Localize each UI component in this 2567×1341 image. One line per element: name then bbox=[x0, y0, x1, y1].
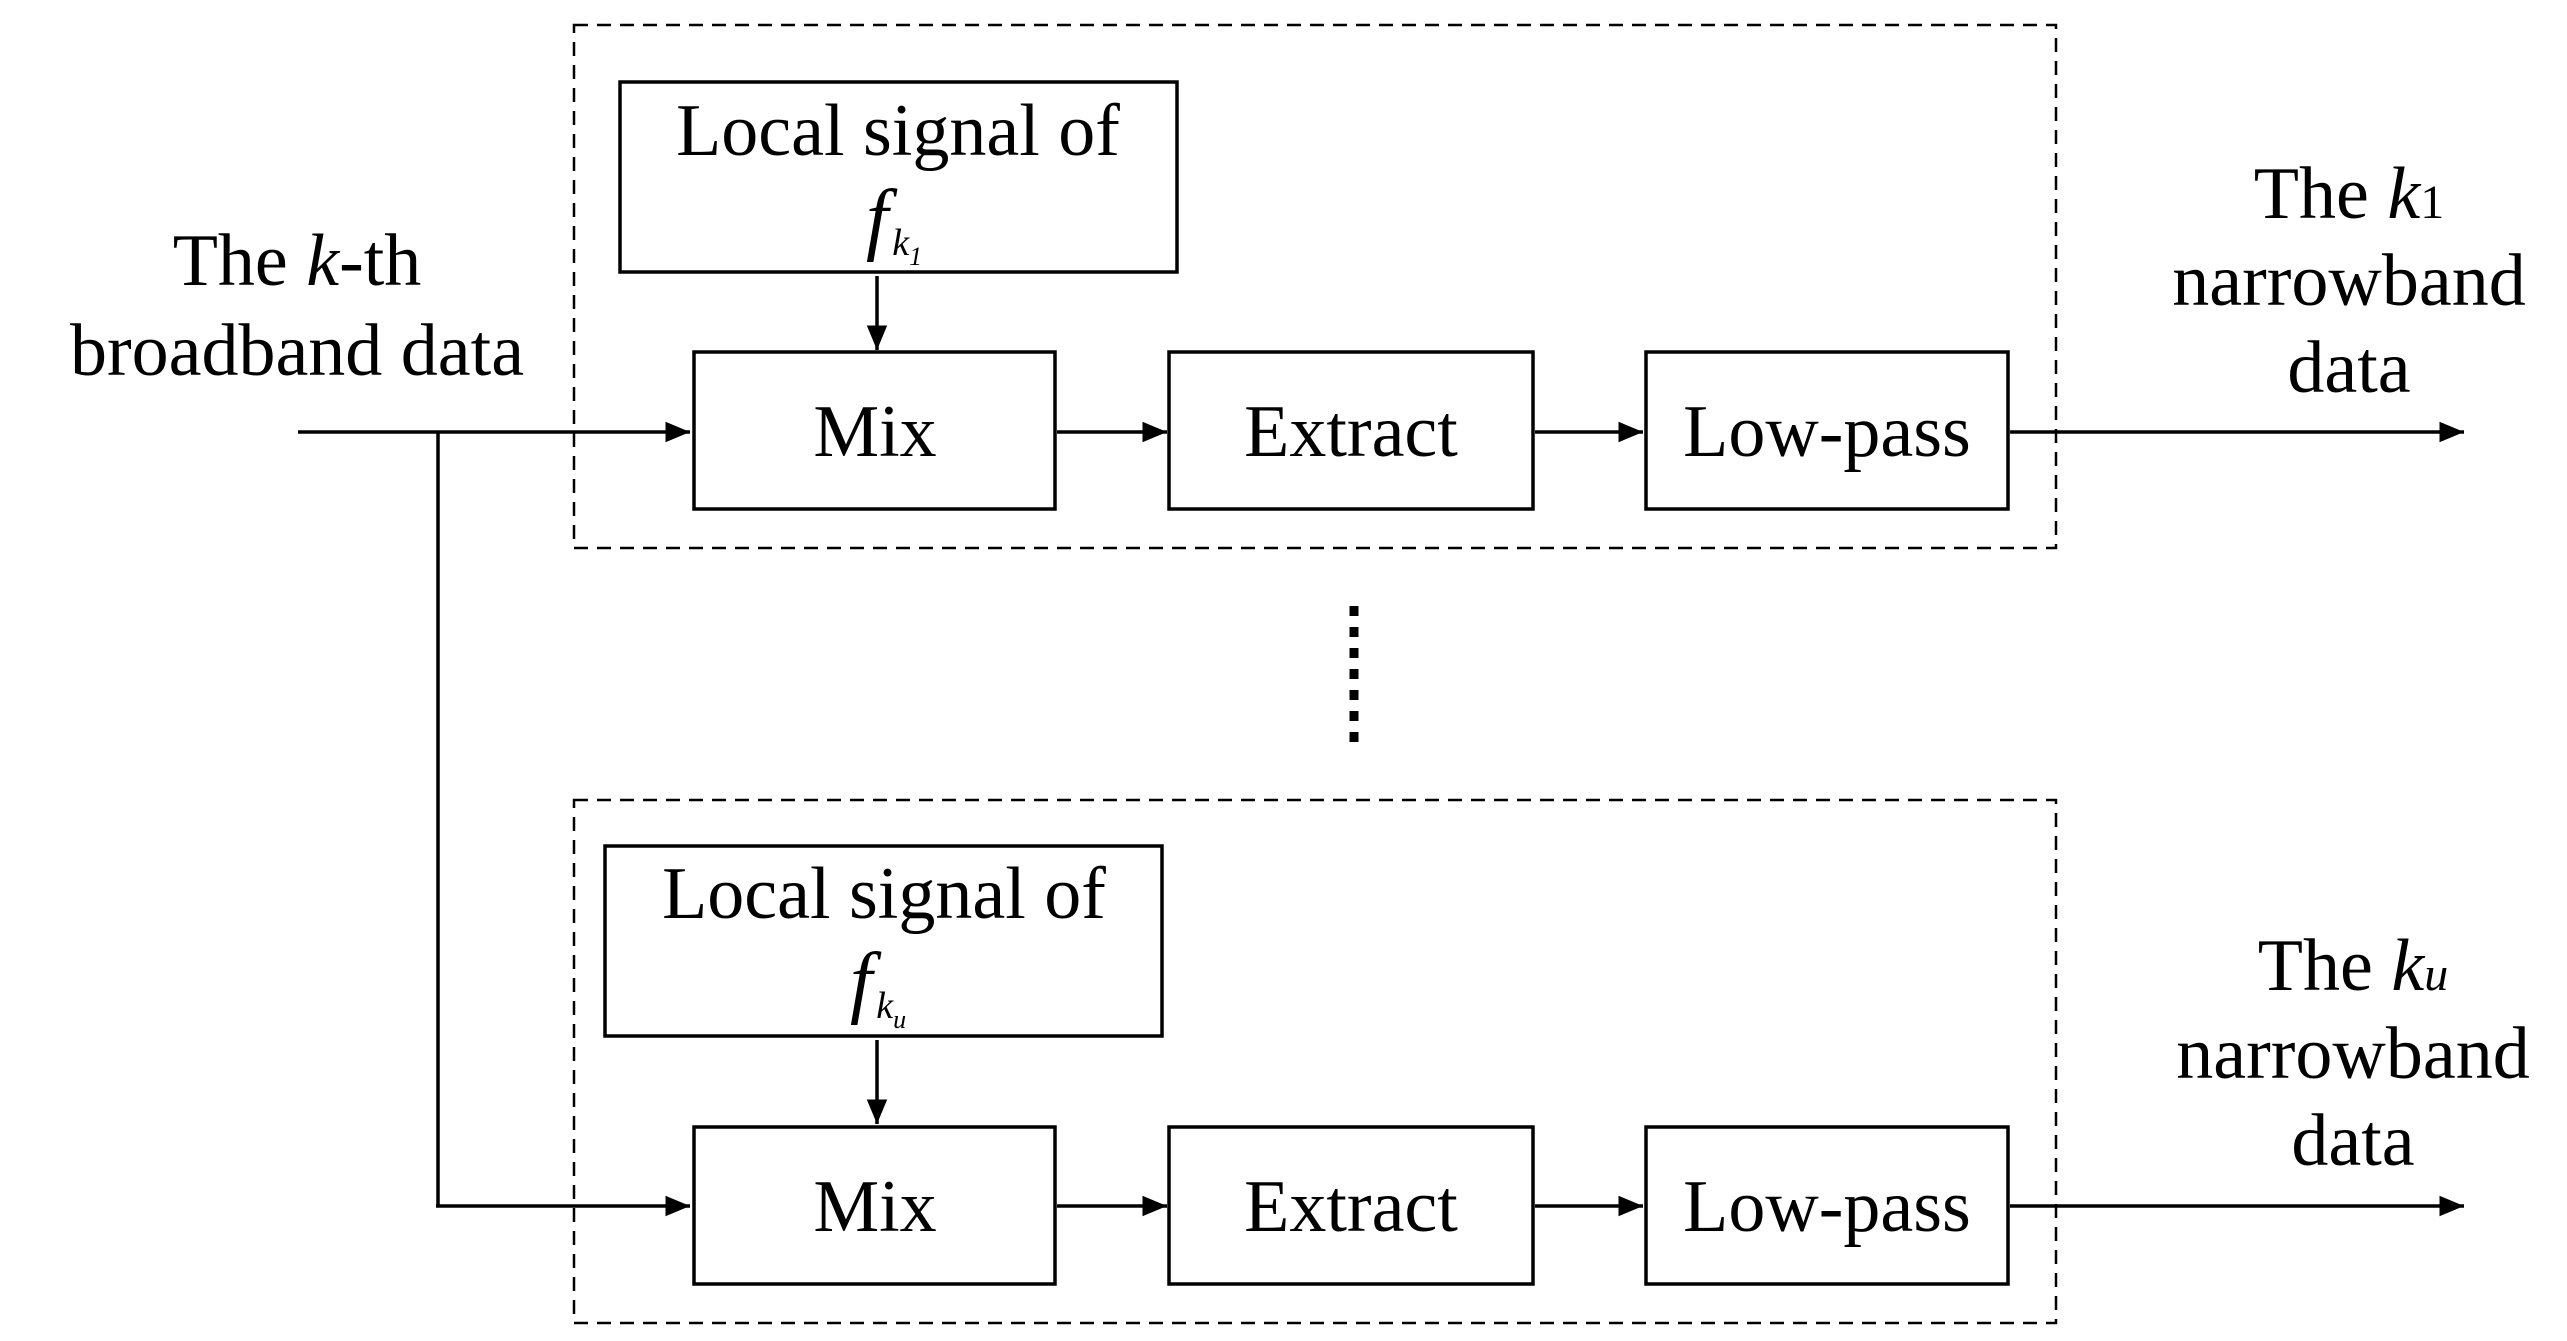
branch-2-dashed-frame bbox=[572, 798, 2058, 1325]
branch-2-output-label-line2: narrowband bbox=[2176, 1013, 2529, 1095]
input-label-line1: The k-th bbox=[173, 220, 422, 302]
branch-1-local-signal-label: Local signal of bbox=[676, 90, 1120, 172]
branch-2-local-signal-box bbox=[603, 844, 1164, 1038]
branch-1-output-label-line2: narrowband bbox=[2172, 240, 2525, 322]
branch-2-mix-block bbox=[692, 1125, 1057, 1286]
branch-1-mix-block bbox=[692, 350, 1057, 511]
branch-2-output-label-line1: The ku bbox=[2258, 925, 2448, 1007]
branch-1-mix-label: Mix bbox=[813, 391, 936, 473]
branch-2-extract-label: Extract bbox=[1244, 1166, 1458, 1248]
branch-1-extract-block bbox=[1167, 350, 1535, 511]
branch-2-output-label-line3: data bbox=[2291, 1100, 2414, 1182]
branch-1-output-label-line3: data bbox=[2287, 327, 2410, 409]
branch-1-lowpass-block bbox=[1644, 350, 2010, 511]
branch-2-extract-block bbox=[1167, 1125, 1535, 1286]
input-label-line2: broadband data bbox=[70, 310, 524, 392]
branch-2-lowpass-block bbox=[1644, 1125, 2010, 1286]
branch-1-extract-label: Extract bbox=[1244, 391, 1458, 473]
branch-2-mix-label: Mix bbox=[813, 1166, 936, 1248]
branch-1-lowpass-label: Low-pass bbox=[1683, 391, 1971, 473]
branch-2-lowpass-label: Low-pass bbox=[1683, 1166, 1971, 1248]
branch-1-dashed-frame bbox=[572, 23, 2058, 550]
branch-2-local-signal-label: Local signal of bbox=[662, 853, 1106, 935]
branch-1-output-label-line1: The k1 bbox=[2254, 153, 2444, 235]
branch-1-local-signal-box bbox=[618, 80, 1179, 274]
